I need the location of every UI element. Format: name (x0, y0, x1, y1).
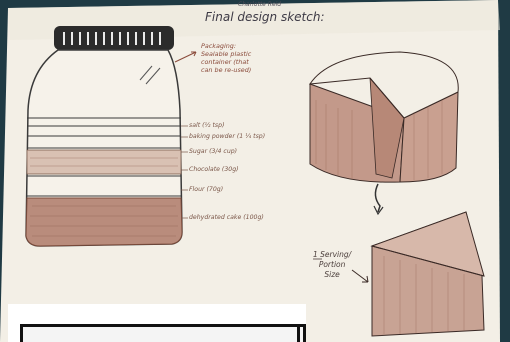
overlay-right-edge (297, 324, 300, 342)
overlay-panel (8, 304, 306, 342)
overlay-frame (20, 324, 306, 342)
packaging-note-line: Packaging: (201, 42, 279, 50)
jar-drawing (26, 26, 196, 246)
serving-line: Portion (313, 260, 351, 270)
serving-line: 1 Serving/ (313, 250, 351, 260)
label-dehydrated-cake: dehydrated cake (100g) (189, 214, 264, 221)
label-chocolate: Chocolate (30g) (189, 166, 239, 173)
packaging-note-line: container (that (201, 58, 279, 66)
cake-layer (26, 198, 182, 246)
sketch-title: Final design sketch: (205, 10, 325, 24)
author-name: Charlotte Reid (238, 1, 281, 8)
label-sugar: Sugar (3/4 cup) (189, 148, 237, 155)
packaging-note: Packaging: Sealable plastic container (t… (201, 42, 279, 74)
serving-size-note: 1 Serving/ Portion Size (313, 250, 351, 280)
label-salt: salt (½ tsp) (189, 122, 225, 129)
packaging-note-line: can be re-used) (201, 66, 279, 74)
label-flour: Flour (70g) (189, 186, 223, 193)
chocolate-layer (27, 150, 181, 174)
label-baking-powder: baking powder (1 ¼ tsp) (189, 133, 265, 140)
packaging-note-line: Sealable plastic (201, 50, 279, 58)
serving-line: Size (313, 270, 351, 280)
overlay-left-edge (20, 324, 23, 342)
